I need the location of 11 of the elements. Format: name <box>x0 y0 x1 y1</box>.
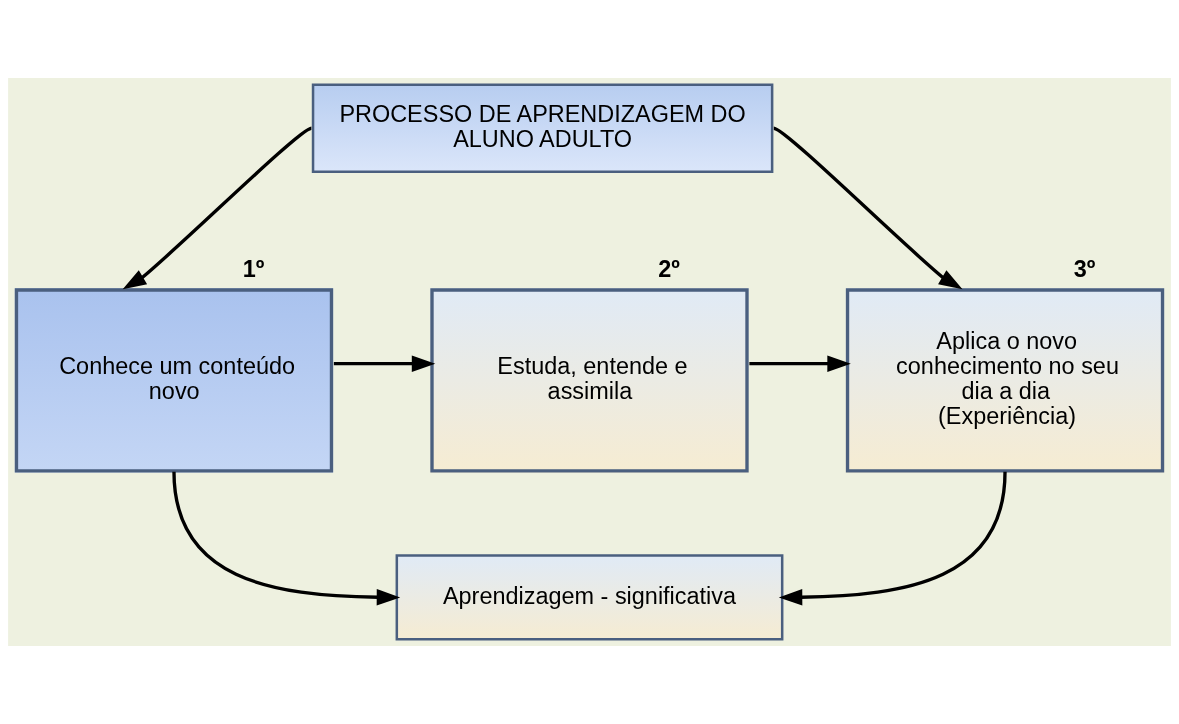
arrow <box>773 126 963 290</box>
arrow <box>749 355 851 372</box>
arrow <box>122 126 313 290</box>
node-box: PROCESSO DE APRENDIZAGEM DO ALUNO ADULTO <box>311 83 774 174</box>
node-label: 1º <box>242 255 265 282</box>
arrow <box>172 471 401 606</box>
node-label: 3º <box>1073 255 1096 282</box>
arrow <box>333 355 436 372</box>
node-label: 2º <box>658 255 680 282</box>
node-box: Aprendizagem - significativa <box>395 554 784 641</box>
arrow <box>778 471 1007 606</box>
